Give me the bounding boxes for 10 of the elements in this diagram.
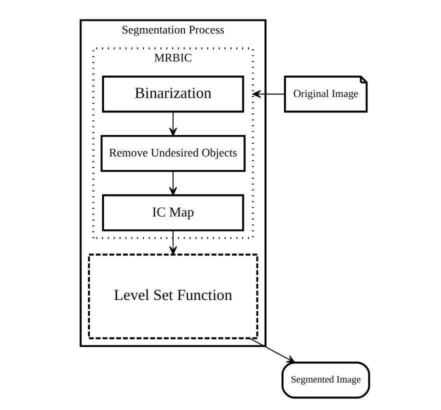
arrow [168, 230, 177, 255]
node-box: IC Map [102, 194, 244, 232]
arrow [168, 170, 177, 196]
arrow [252, 90, 285, 98]
node-box: Binarization [102, 76, 244, 113]
arrow [168, 111, 177, 136]
node-box: Remove Undesired Objects [100, 134, 246, 172]
node-box: Level Set Function [87, 254, 258, 340]
node-box: Segmented Image [281, 362, 370, 399]
arrow [248, 338, 295, 363]
